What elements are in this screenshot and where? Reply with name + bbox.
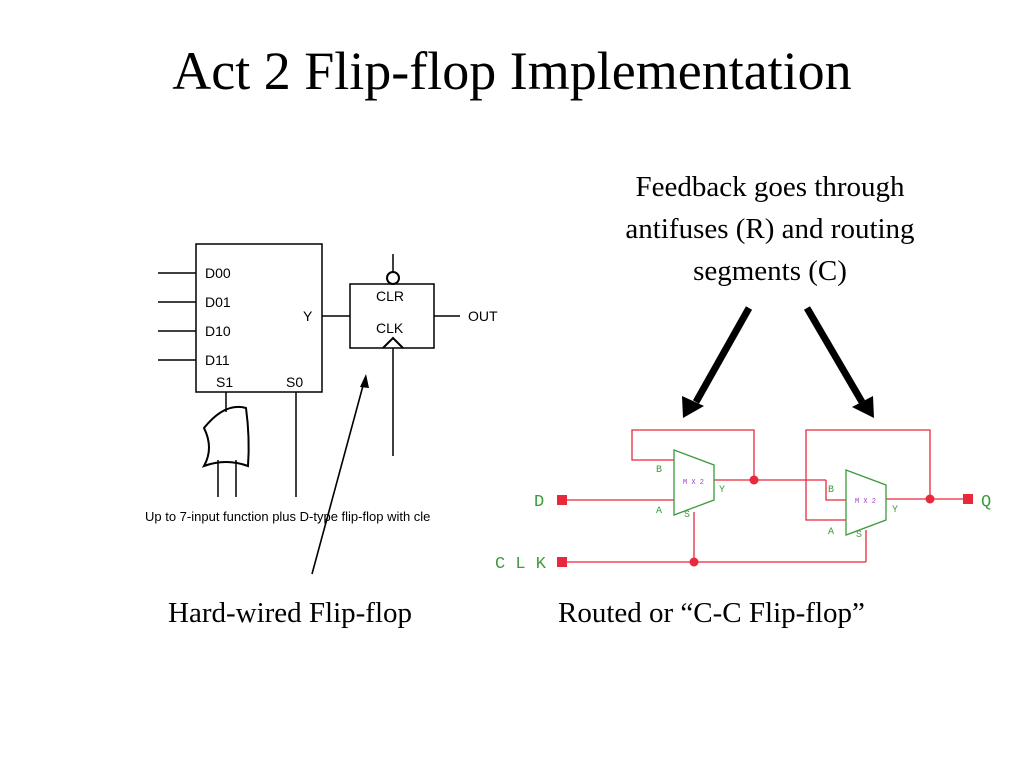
schematic-description: Up to 7-input function plus D-type flip-… [145,509,430,524]
mux-input-label: D01 [205,294,231,310]
mux1-pin-s: S [684,510,690,521]
mux1-pin-b: B [656,465,662,476]
routed-muxes [673,449,887,536]
routed-labels: D C L K Q M X 2 B A S Y M X 2 B A S Y [495,465,991,574]
ff-clr-label: CLR [376,288,404,304]
hardwired-schematic [158,243,460,497]
mux-select-label: S1 [216,374,233,390]
hardwired-labels: D00 D01 D10 D11 Y S1 S0 CLR CLK OUT Up t… [145,265,498,524]
d-input-pad [557,495,567,505]
feedback-arrow-left [682,306,753,418]
mux-input-label: D10 [205,323,231,339]
note-line: segments (C) [693,255,847,287]
feedback-note: Feedback goes through antifuses (R) and … [560,166,980,292]
slide-title: Act 2 Flip-flop Implementation [172,41,852,101]
clock-wedge [382,336,404,349]
clr-bubble [386,271,400,285]
mux1-shape [673,449,715,516]
junction-dot [925,494,935,504]
q-output-pad [963,494,973,504]
routed-wires [562,429,968,563]
mux2-pin-b: B [828,485,834,496]
caption-hardwired: Hard-wired Flip-flop [168,597,413,629]
q-output-label: Q [981,493,991,512]
mux2-shape [845,469,887,536]
mux1-pin-a: A [656,506,662,517]
mux1-pin-y: Y [719,485,725,496]
mux2-label: M X 2 [855,498,876,506]
junction-dot [749,475,759,485]
mux2-pin-s: S [856,530,862,541]
mux-box [195,243,323,393]
feedback-arrow-right [803,306,874,418]
mux-select-label: S0 [286,374,303,390]
ff-clk-label: CLK [376,320,404,336]
or-gate [201,406,250,468]
d-input-label: D [534,493,544,512]
ff-out-label: OUT [468,308,498,324]
mux-input-label: D11 [205,352,230,368]
mux2-pin-y: Y [892,505,898,516]
junction-dot [689,557,699,567]
clock-pointer-arrow [311,374,369,575]
clk-input-pad [557,557,567,567]
note-line: antifuses (R) and routing [625,213,915,245]
mux-input-label: D00 [205,265,231,281]
note-line: Feedback goes through [635,171,905,203]
caption-routed: Routed or “C-C Flip-flop” [558,597,865,629]
mux1-label: M X 2 [683,479,704,487]
mux2-pin-a: A [828,527,834,538]
routed-nodes [557,475,973,567]
clk-input-label: C L K [495,555,547,574]
mux-output-label: Y [303,308,313,324]
